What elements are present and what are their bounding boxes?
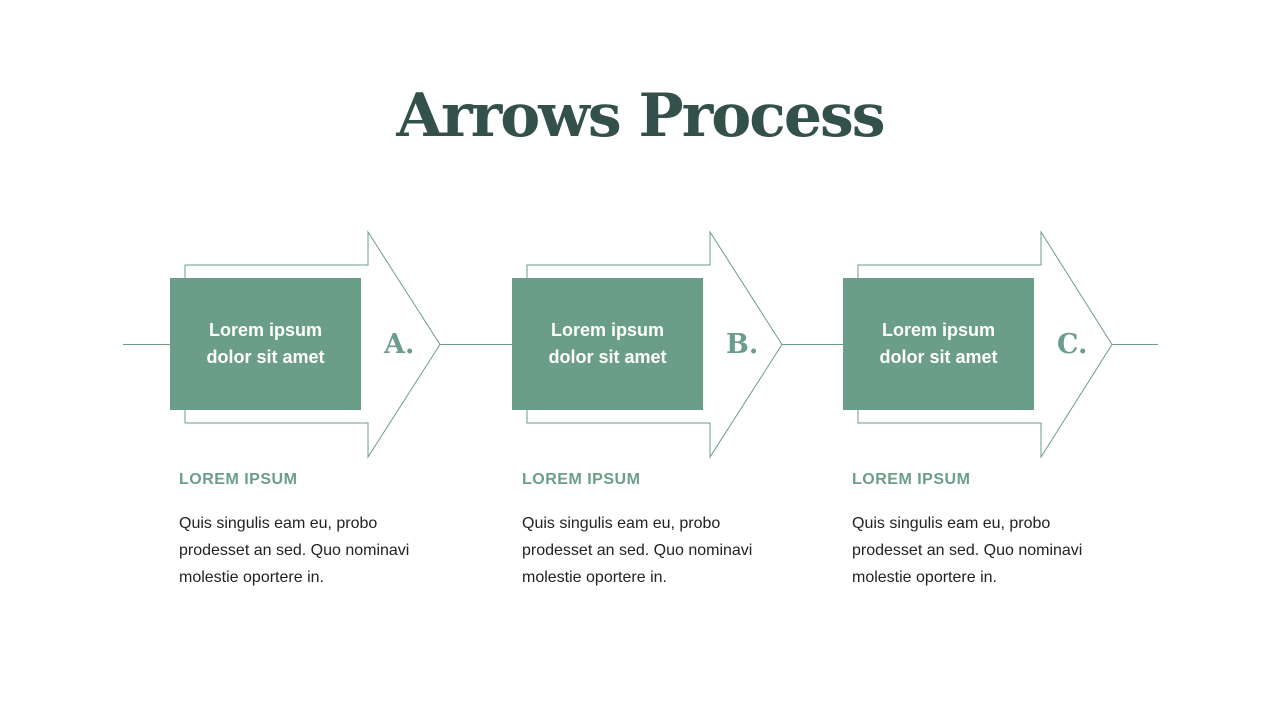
step-letter-c: C.: [1057, 329, 1088, 360]
step-heading-a: LOREM IPSUM: [179, 471, 298, 488]
step-box-b: Lorem ipsum dolor sit amet: [512, 278, 703, 410]
step-body-b: Quis singulis eam eu, probo prodesset an…: [522, 515, 753, 586]
step-box-text: Lorem ipsum dolor sit amet: [206, 320, 325, 367]
step-heading-b: LOREM IPSUM: [522, 471, 641, 488]
step-box-text: Lorem ipsum dolor sit amet: [879, 320, 998, 367]
step-body-a: Quis singulis eam eu, probo prodesset an…: [179, 515, 410, 586]
step-body-c: Quis singulis eam eu, probo prodesset an…: [852, 515, 1083, 586]
step-letter-a: A.: [384, 329, 415, 360]
arrow-outline-a: [184, 230, 441, 459]
step-letter-b: B.: [726, 329, 759, 360]
arrow-outline-b: [526, 230, 783, 459]
arrow-outline-c: [857, 230, 1113, 459]
step-box-c: Lorem ipsum dolor sit amet: [843, 278, 1034, 410]
step-box-a: Lorem ipsum dolor sit amet: [170, 278, 361, 410]
step-box-text: Lorem ipsum dolor sit amet: [548, 320, 667, 367]
slide-title: Arrows Process: [396, 81, 885, 151]
step-heading-c: LOREM IPSUM: [852, 471, 971, 488]
